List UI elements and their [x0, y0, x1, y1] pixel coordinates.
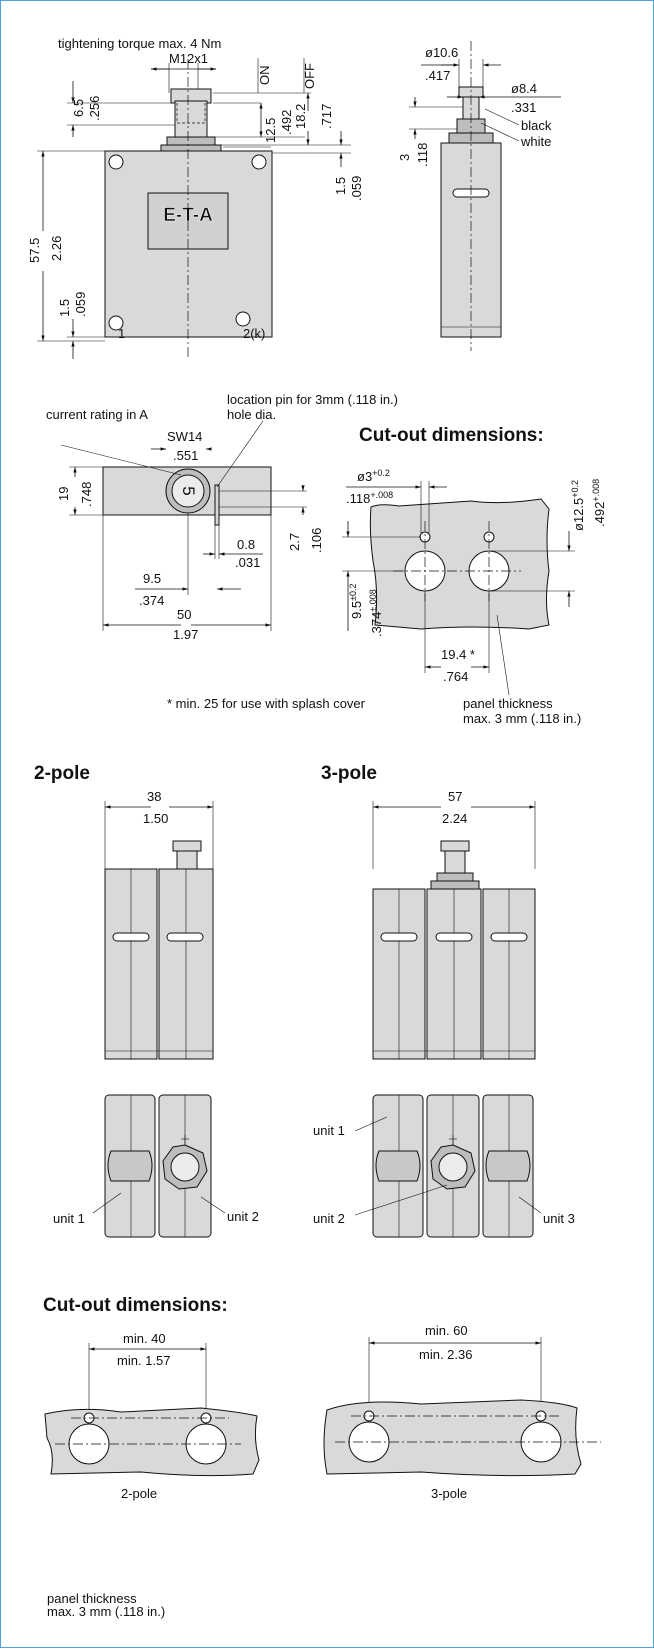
dim-12-5: 12.5 — [263, 118, 278, 143]
dim-50: 50 — [177, 607, 191, 622]
panel-shape-3pole — [323, 1399, 582, 1477]
dim-059-bottom: .059 — [73, 292, 88, 317]
top-view: tightening torque max. 4 Nm M12x1 ON OFF… — [27, 36, 364, 359]
panel-thickness-top-1: panel thickness — [463, 696, 553, 711]
cutout-title-bottom: Cut-out dimensions: — [43, 1295, 228, 1316]
three-pole-nut — [436, 872, 474, 882]
two-pole-view: 2-pole 38 1.50 unit 1 unit 2 — [34, 763, 259, 1238]
dim-059-top: .059 — [349, 176, 364, 201]
dim-min-2-36: min. 2.36 — [419, 1347, 472, 1362]
front-button — [171, 474, 205, 508]
dim-118: .118 — [415, 143, 430, 167]
black-label: black — [521, 118, 552, 133]
dim-492: .492 — [279, 110, 294, 135]
dim-10-6: ø10.6 — [425, 45, 458, 60]
cutout-bottom: Cut-out dimensions: min. 40 min. 1.57 2-… — [43, 1295, 601, 1619]
dim-9-5-cut: 9.5±0.2 — [348, 583, 364, 619]
dim-1-97: 1.97 — [173, 627, 198, 642]
dim-19-4: 19.4 * — [441, 647, 475, 662]
three-pole-button-cap — [440, 840, 470, 852]
two-pole-unit-2-label: unit 2 — [227, 1209, 259, 1224]
panel-thickness-top-2: max. 3 mm (.118 in.) — [463, 711, 581, 726]
three-pole-unit-1-label: unit 1 — [313, 1123, 345, 1138]
three-pole-title: 3-pole — [321, 763, 377, 784]
off-label: OFF — [302, 63, 317, 89]
terminal-hole-2 — [235, 311, 251, 327]
panel-thickness-bottom-1: panel thickness — [47, 1591, 137, 1606]
dim-551: .551 — [173, 448, 198, 463]
dim-min-40: min. 40 — [123, 1331, 166, 1346]
dim-hole3: ø3+0.2 — [357, 468, 390, 484]
dim-256: .256 — [87, 96, 102, 121]
dim-3: 3 — [397, 154, 412, 161]
dim-106: .106 — [309, 528, 324, 553]
dim-0-8: 0.8 — [237, 537, 255, 552]
dim-1-5-top: 1.5 — [333, 177, 348, 195]
dim-min-1-57: min. 1.57 — [117, 1353, 170, 1368]
panel-shape-top — [369, 498, 550, 630]
three-pole-unit-3-label: unit 3 — [543, 1211, 575, 1226]
thread-label: M12x1 — [169, 51, 208, 66]
two-pole-title: 2-pole — [34, 763, 90, 784]
dim-2-26: 2.26 — [49, 236, 64, 261]
two-pole-button-cap — [172, 840, 202, 852]
label-3-pole: 3-pole — [431, 1486, 467, 1501]
dim-331: .331 — [511, 100, 536, 115]
mount-hole-tl — [108, 154, 124, 170]
dim-031: .031 — [235, 555, 260, 570]
pin-note-line-2: hole dia. — [227, 407, 276, 422]
cutout-top: Cut-out dimensions: ø3+0.2 .118+.008 ø12… — [167, 425, 607, 726]
dim-748: .748 — [79, 482, 94, 507]
cutout-title-top: Cut-out dimensions: — [359, 425, 544, 446]
eta-logo: E-T-A — [163, 205, 213, 226]
dim-492-cut: .492+.008 — [591, 479, 607, 527]
three-pole-button-stem — [444, 850, 466, 874]
dim-717: .717 — [319, 104, 334, 129]
dim-2-24: 2.24 — [442, 811, 467, 826]
terminal-hole-1 — [108, 315, 124, 331]
dim-764: .764 — [443, 669, 468, 684]
dim-hole118: .118+.008 — [346, 490, 393, 506]
terminal-1-label: 1 — [118, 326, 125, 341]
dim-9-5: 9.5 — [143, 571, 161, 586]
terminal-2-label: 2(k) — [243, 326, 265, 341]
on-label: ON — [257, 66, 272, 86]
dim-12-5-cut: ø12.5+0.2 — [570, 480, 586, 531]
dim-1-5-bottom: 1.5 — [57, 299, 72, 317]
dim-18-2: 18.2 — [293, 104, 308, 129]
three-pole-washer — [430, 880, 480, 890]
current-rating-note: current rating in A — [46, 407, 148, 422]
dim-57-5: 57.5 — [27, 238, 42, 263]
torque-note: tightening torque max. 4 Nm — [58, 36, 221, 51]
dim-2-7: 2.7 — [287, 533, 302, 551]
dim-38: 38 — [147, 789, 161, 804]
dim-min-60: min. 60 — [425, 1323, 468, 1338]
rating-digit: 5 — [179, 486, 198, 495]
dim-8-4: ø8.4 — [511, 81, 537, 96]
two-pole-unit-1-label: unit 1 — [53, 1211, 85, 1226]
dim-19: 19 — [56, 487, 71, 501]
dim-374: .374 — [139, 593, 164, 608]
three-pole-view: 3-pole 57 2.24 unit 1 unit — [313, 763, 575, 1238]
location-pin — [214, 484, 220, 526]
dim-57: 57 — [448, 789, 462, 804]
splash-cover-note: * min. 25 for use with splash cover — [167, 696, 366, 711]
dim-6-5: 6.5 — [71, 99, 86, 117]
mount-hole-tr — [251, 154, 267, 170]
dim-1-50: 1.50 — [143, 811, 168, 826]
button-stem — [174, 100, 208, 138]
dim-374-cut: .374±.008 — [368, 589, 384, 637]
side-view: ø10.6 .417 ø8.4 .331 black white 3 .118 — [397, 41, 561, 351]
label-2-pole: 2-pole — [121, 1486, 157, 1501]
white-label: white — [520, 134, 551, 149]
hex-nut — [166, 136, 216, 146]
dim-417: .417 — [425, 68, 450, 83]
pin-note-line-1: location pin for 3mm (.118 in.) — [227, 392, 398, 407]
panel-thickness-bottom-2: max. 3 mm (.118 in.) — [47, 1604, 165, 1619]
sw14-label: SW14 — [167, 429, 202, 444]
three-pole-unit-2-label: unit 2 — [313, 1211, 345, 1226]
front-view: current rating in A location pin for 3mm… — [46, 392, 398, 642]
